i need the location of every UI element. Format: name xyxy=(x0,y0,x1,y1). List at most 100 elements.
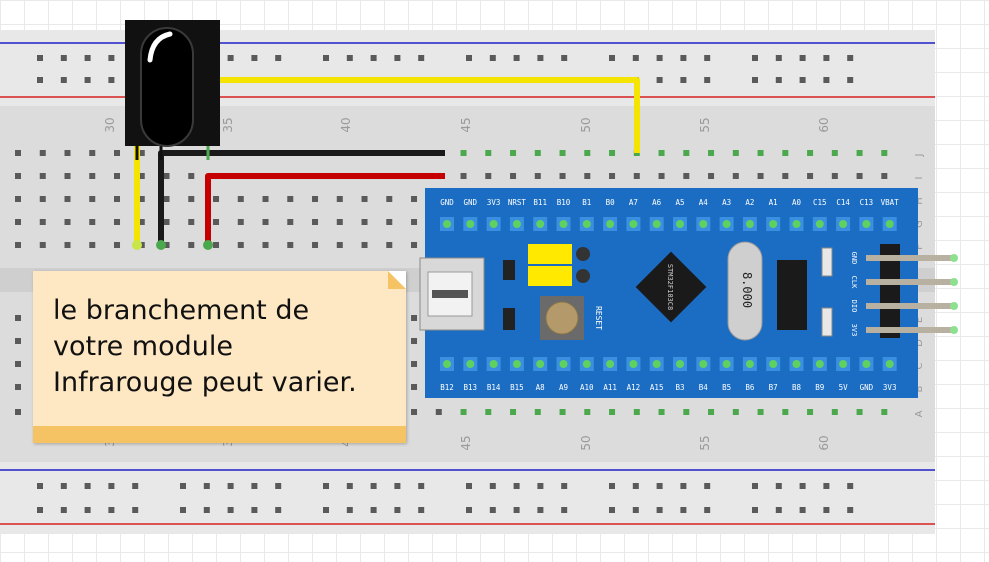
mcu-chip-label: STM32F103C8 xyxy=(666,264,674,310)
note-fold xyxy=(388,271,406,289)
breadboard-hole xyxy=(361,219,368,225)
pin-label: A15 xyxy=(650,383,664,392)
breadboard-hole xyxy=(163,219,170,225)
breadboard-hole xyxy=(15,315,21,321)
rail-hole xyxy=(704,77,711,83)
header-housing xyxy=(880,244,900,338)
header-pin xyxy=(866,279,954,285)
breadboard-hole xyxy=(534,150,541,156)
led xyxy=(821,307,833,337)
breadboard-hole xyxy=(138,150,145,156)
rail-hole xyxy=(775,483,782,489)
note-text: le branchement de votre module Infraroug… xyxy=(53,293,393,401)
rail-hole xyxy=(132,483,139,489)
board-pin-pad xyxy=(885,360,894,368)
breadboard-hole xyxy=(460,409,467,415)
pin-label: A8 xyxy=(536,383,546,392)
pin-label: C13 xyxy=(860,198,874,207)
breadboard-hole xyxy=(658,409,665,415)
mcu-chip xyxy=(635,251,707,323)
breadboard-hole xyxy=(114,219,121,225)
breadboard-hole xyxy=(881,409,888,415)
rail-hole xyxy=(108,55,115,61)
rail-hole xyxy=(561,483,568,489)
breadboard-hole xyxy=(361,196,368,202)
rail-hole xyxy=(275,483,282,489)
board-pin-pad xyxy=(443,360,451,368)
breadboard-hole xyxy=(881,150,888,156)
row-label: D xyxy=(914,339,925,347)
pin-label: 3V3 xyxy=(883,383,897,392)
rail-hole xyxy=(704,55,711,61)
rail-hole xyxy=(489,483,496,489)
rail-hole xyxy=(680,55,687,61)
breadboard-hole xyxy=(831,173,838,179)
header-pin-tip xyxy=(950,254,958,262)
breadboard-hole xyxy=(856,150,863,156)
header-pin-label: DIO xyxy=(850,300,858,313)
breadboard-hole xyxy=(89,242,96,248)
note-line: le branchement de xyxy=(53,295,310,326)
breadboard-hole xyxy=(683,173,690,179)
header-pin xyxy=(866,327,954,333)
breadboard-hole xyxy=(89,196,96,202)
jumper-pin xyxy=(576,247,590,261)
pin-label: A3 xyxy=(722,198,731,207)
rail-hole xyxy=(466,507,472,513)
rail-hole xyxy=(513,55,520,61)
pin-label: B7 xyxy=(769,383,778,392)
breadboard-hole xyxy=(237,196,244,202)
rail-hole xyxy=(60,77,67,83)
column-label: 55 xyxy=(698,435,712,450)
board-pin-pad xyxy=(606,220,615,228)
breadboard-hole xyxy=(757,409,764,415)
breadboard-hole xyxy=(237,219,244,225)
rail-hole xyxy=(203,483,210,489)
rail-hole xyxy=(251,55,258,61)
breadboard-hole xyxy=(782,173,789,179)
rail-hole xyxy=(775,77,782,83)
breadboard-hole xyxy=(609,173,616,179)
rail-hole xyxy=(394,55,401,61)
smd-part xyxy=(503,260,515,280)
breadboard-hole xyxy=(386,242,393,248)
column-label: 50 xyxy=(579,435,593,450)
pin-label: B13 xyxy=(464,383,478,392)
breadboard-hole xyxy=(188,196,195,202)
board-pin-pad xyxy=(745,360,754,368)
breadboard-hole xyxy=(411,384,418,390)
board-pin-pad xyxy=(536,360,545,368)
breadboard-hole xyxy=(15,150,21,156)
breadboard-hole xyxy=(683,150,690,156)
rail-hole xyxy=(323,507,329,513)
rail-hole xyxy=(108,77,115,83)
breadboard-hole xyxy=(64,242,71,248)
rail-hole xyxy=(656,77,663,83)
breadboard-hole xyxy=(485,173,492,179)
breadboard-hole xyxy=(732,150,739,156)
board-pin-pad xyxy=(559,360,568,368)
row-label: F xyxy=(914,244,925,250)
led xyxy=(821,247,833,277)
header-pin-label: 3V3 xyxy=(850,324,858,337)
rail-hole xyxy=(346,55,353,61)
usb-connector-slot xyxy=(432,290,468,298)
smd-part xyxy=(503,308,515,330)
breadboard-hole xyxy=(163,196,170,202)
breadboard-hole xyxy=(831,150,838,156)
breadboard-hole xyxy=(15,409,21,415)
board-pin-pad xyxy=(466,360,475,368)
breadboard-hole xyxy=(15,361,21,367)
breadboard-hole xyxy=(312,196,319,202)
breadboard-hole xyxy=(708,409,715,415)
crystal xyxy=(727,241,763,341)
pin-label: B6 xyxy=(745,383,755,392)
breadboard-hole xyxy=(336,219,343,225)
rail-hole xyxy=(180,507,186,513)
rail-hole xyxy=(561,507,568,513)
board-pin-pad xyxy=(792,220,801,228)
breadboard-hole xyxy=(114,196,121,202)
breadboard-hole xyxy=(64,150,71,156)
header-pin xyxy=(866,303,954,309)
rail-hole xyxy=(752,77,758,83)
